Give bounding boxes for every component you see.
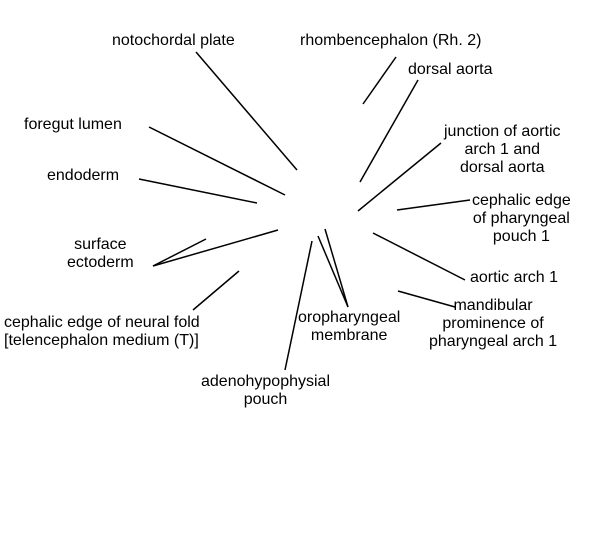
leader-mandibular-prominence xyxy=(397,290,456,308)
label-foregut-lumen: foregut lumen xyxy=(24,116,122,133)
label-oropharyngeal-membrane: oropharyngeal membrane xyxy=(298,309,401,344)
label-cephalic-edge-neural-fold: cephalic edge of neural fold [telencepha… xyxy=(4,314,200,349)
leader-surface-ectoderm-b xyxy=(152,229,279,267)
leader-oropharyngeal-membrane-b xyxy=(317,235,349,308)
label-rhombencephalon: rhombencephalon (Rh. 2) xyxy=(300,32,482,49)
leader-surface-ectoderm-a xyxy=(152,238,207,267)
label-mandibular-prominence: mandibular prominence of pharyngeal arch… xyxy=(429,297,558,350)
leader-dorsal-aorta xyxy=(359,79,419,183)
leader-cephalic-edge-neural-fold xyxy=(192,270,240,311)
leader-oropharyngeal-membrane-a xyxy=(324,228,349,308)
label-notochordal-plate: notochordal plate xyxy=(112,32,235,49)
leader-notochordal-plate xyxy=(195,51,298,171)
label-adenohypophysial-pouch: adenohypophysial pouch xyxy=(201,373,330,408)
label-dorsal-aorta: dorsal aorta xyxy=(408,61,493,78)
leader-rhombencephalon xyxy=(362,56,397,105)
leader-aortic-arch-1 xyxy=(372,232,466,281)
label-cephalic-edge-pharyngeal-pouch: cephalic edge of pharyngeal pouch 1 xyxy=(472,192,571,245)
leader-adenohypophysial-pouch xyxy=(284,240,313,371)
leader-foregut-lumen xyxy=(148,126,286,196)
label-surface-ectoderm: surface ectoderm xyxy=(67,236,134,271)
label-aortic-arch-1: aortic arch 1 xyxy=(470,269,559,286)
label-endoderm: endoderm xyxy=(47,167,120,184)
label-junction-aortic-arch: junction of aortic arch 1 and dorsal aor… xyxy=(444,123,561,176)
leader-junction-aortic-arch xyxy=(357,142,442,212)
leader-cephalic-edge-pharyngeal-pouch xyxy=(396,199,471,211)
leader-endoderm xyxy=(138,178,258,204)
